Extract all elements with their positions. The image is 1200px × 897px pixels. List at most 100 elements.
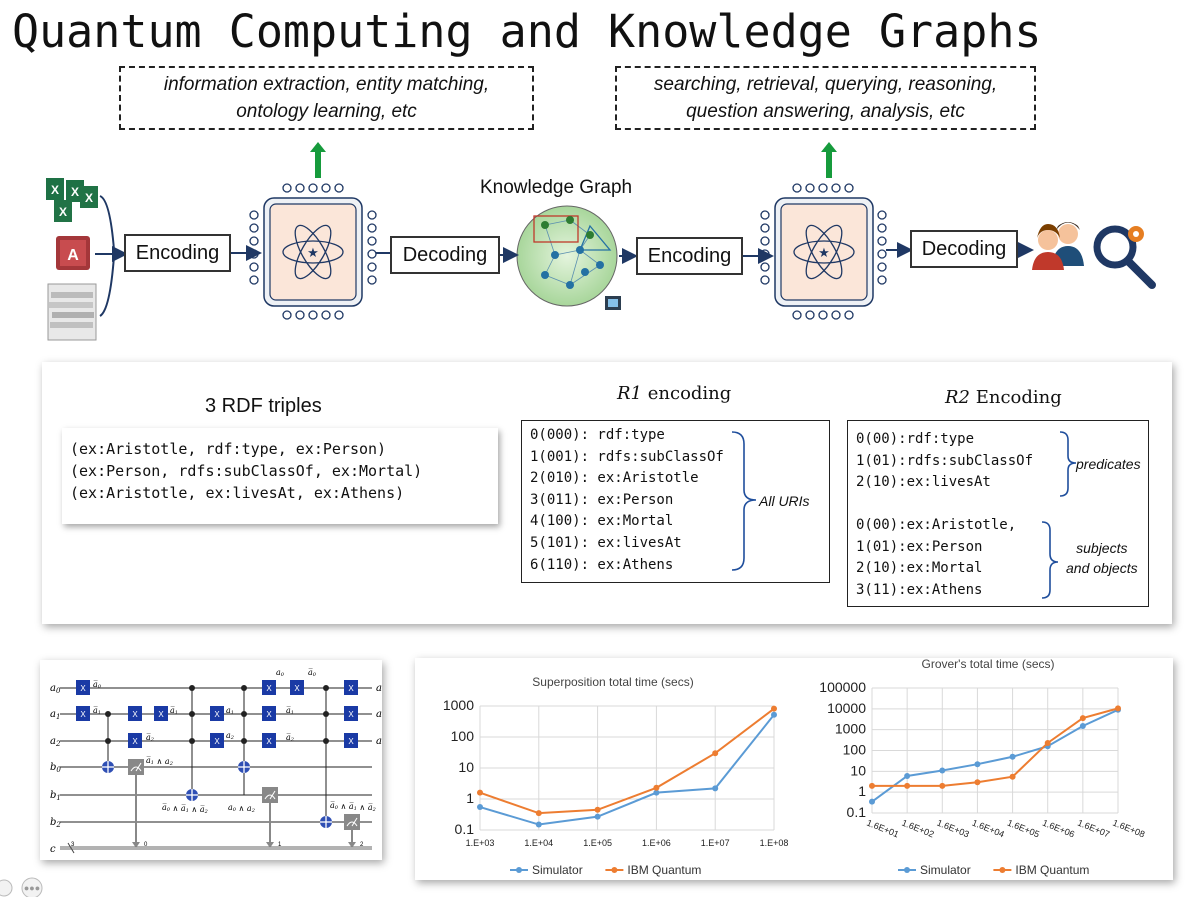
svg-text:X: X [59,205,67,219]
x-gate-label: X [294,684,300,693]
y-tick-label: 100000 [819,679,866,695]
y-tick-label: 100 [843,742,867,758]
r2-subject-object-lines: 0(00):ex:Aristotle, 1(01):ex:Person 2(10… [856,515,1016,601]
retrieval-tasks-box: searching, retrieval, querying, reasonin… [615,66,1036,130]
svg-text:a̅2: a̅2 [146,733,154,743]
r1-lines: 0(000): rdf:type 1(001): rdfs:subClassOf… [530,425,724,576]
slide-controls[interactable]: ●●● [0,872,60,897]
x-tick-label: 1.E+03 [466,838,495,848]
cnot-target [102,761,332,828]
legend-marker [516,867,522,873]
legend-label: IBM Quantum [627,863,701,877]
data-point [869,798,875,805]
r2-line: 0(00):rdf:type [856,431,975,447]
x-tick-label: 1.6E+02 [900,818,935,840]
y-tick-label: 10000 [827,700,866,716]
x-tick-label: 1.6E+03 [936,818,971,840]
y-tick-label: 1000 [835,721,866,737]
r2-predicate-lines: 0(00):rdf:type 1(01):rdfs:subClassOf 2(1… [856,429,1033,494]
svg-text:★: ★ [818,246,830,261]
r1-line: 5(101): ex:livesAt [530,534,682,551]
grover-chart: Grover's total time (secs) 0.1 1 10 100 1000 1… [819,658,1146,877]
data-point [974,779,981,786]
data-point [1079,715,1086,722]
svg-text:a̅0: a̅0 [308,668,317,678]
gate-annotations: a̅0 a̅1 a̅1 a̅2 a̅1 ∧ a2 a̅0 ∧ a̅1 ∧ a̅2… [93,668,376,815]
data-point [1079,722,1086,729]
r1-line: 0(000): rdf:type [530,427,665,443]
decoding-box-right: Decoding [910,230,1018,268]
wire-label-b2: b2 [50,817,61,829]
svg-text:★: ★ [307,246,319,261]
x-gate-label: X [266,710,272,719]
x-tick-label: 1.6E+07 [1076,818,1111,840]
measure-gates [128,759,360,830]
r1-encoding-box [521,420,830,583]
chart-title: Superposition total time (secs) [532,675,693,689]
x-tick-label: 1.6E+06 [1041,818,1076,840]
y-tick-label: 10 [850,762,866,778]
charts-panel [415,658,1173,880]
data-point [712,785,719,792]
y-tick-label: 0.1 [847,804,867,820]
series-line-simulator [479,714,775,826]
y-tick-label: 0.1 [455,821,475,837]
svg-text:a̅1: a̅1 [93,706,101,716]
x-gate-label: X [348,684,354,693]
r2-braces [1041,431,1077,599]
svg-text:a0 ∧ a2: a0 ∧ a2 [228,803,255,814]
data-point [869,782,875,789]
quantum-chip-right: ★ [760,183,887,320]
data-point [1044,739,1051,746]
x-tick-label: 1.E+07 [701,838,730,848]
legend-marker [904,867,910,873]
extraction-tasks-box: information extraction, entity matching,… [119,66,534,130]
r2-line: 2(10):ex:Mortal [856,560,983,577]
r1-line: 4(100): ex:Mortal [530,513,674,530]
data-point [904,782,911,789]
data-point [939,767,946,774]
x-gate-label: X [266,684,272,693]
svg-text:●●●: ●●● [24,883,40,893]
data-point [771,711,777,718]
legend-label: Simulator [532,863,583,877]
x-gate-label: X [80,710,86,719]
pipeline-diagram: X X X X A ★ [46,142,1156,341]
r2-so-line: subjects [1076,540,1128,556]
wire-label-c: c [50,844,56,855]
svg-text:a̅2: a̅2 [286,733,294,743]
x-tick-label: 1.E+04 [524,838,553,848]
data-point [594,806,601,813]
r2-line: 3(11):ex:Athens [856,581,983,598]
x-gate-label: X [348,737,354,746]
r2-line: 1(01):rdfs:subClassOf [856,452,1034,469]
wire-label-a1: a1 [50,709,60,721]
r2-so-line: and objects [1066,560,1138,576]
chart-title: Grover's total time (secs) [922,658,1055,671]
data-point [939,782,946,789]
svg-text:a̅0: a̅0 [93,680,102,690]
data-point [1009,753,1016,760]
svg-text:X: X [71,185,79,199]
x-gate-label: X [266,737,272,746]
users-icon [1032,222,1084,270]
retrieval-tasks-line: question answering, analysis, etc [686,101,965,122]
decoding-box-left: Decoding [390,236,500,274]
r2-title: R2 Encoding [945,387,1062,408]
x-gate-label: X [158,710,164,719]
legend-marker [999,867,1006,873]
r2-line: 0(00):ex:Aristotle, [856,517,1017,533]
rdf-triple: (ex:Person, rdfs:subClassOf, ex:Mortal) [70,462,423,480]
x-gate-label: X [214,710,220,719]
data-point [594,813,601,820]
svg-text:a2: a2 [226,731,234,741]
legend-marker [611,867,618,873]
wire-label-out-a0: a0 [376,683,382,695]
classical-bit-2: 2 [360,842,364,848]
svg-text:X: X [51,183,59,197]
y-tick-label: 1000 [443,697,474,713]
x-tick-label: 1.E+05 [583,838,612,848]
r2-line: 2(10):ex:livesAt [856,474,991,491]
r2-variable: R2 [945,387,971,408]
y-tick-label: 1 [858,783,866,799]
